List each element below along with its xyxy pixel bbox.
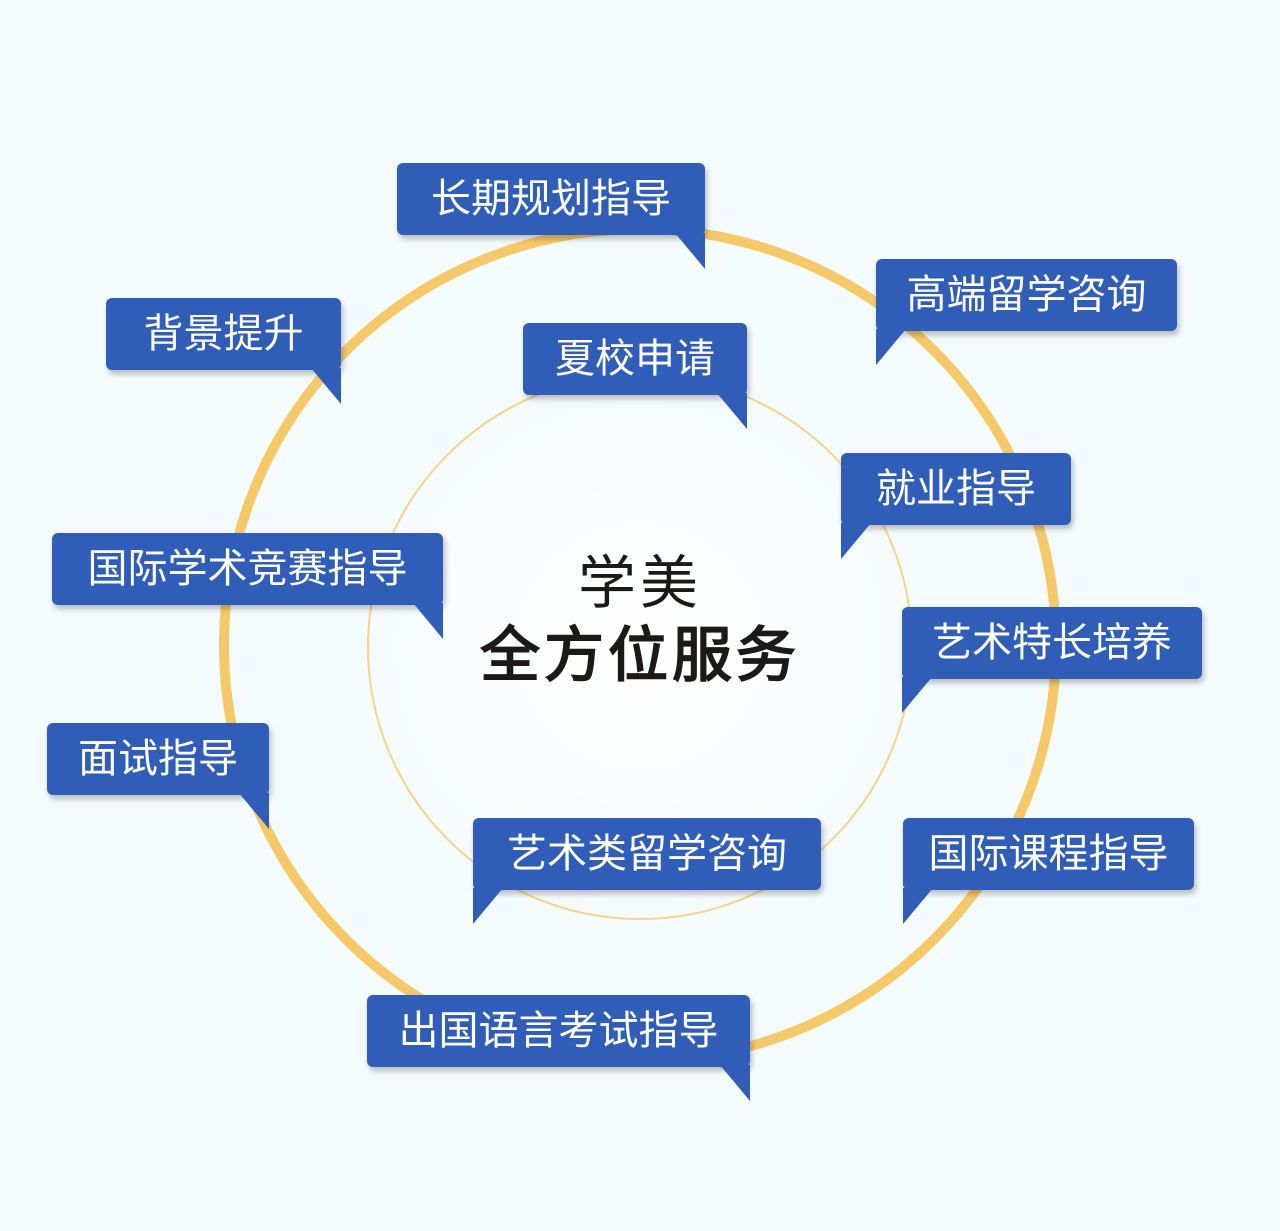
bubble-tail [720,1065,750,1101]
bubble-tail [473,888,503,924]
bubble-tail [903,888,933,924]
center-title-main: 全方位服务 [480,621,800,691]
bubble-label: 艺术特长培养 [932,620,1172,666]
bubble-art-talent: 艺术特长培养 [902,607,1202,713]
bubble-label: 高端留学咨询 [906,272,1147,318]
center-title-brand: 学美 [577,549,702,617]
bubble-label: 就业指导 [876,466,1036,512]
bubble-high-end-consulting: 高端留学咨询 [876,259,1177,365]
bubble-tail [902,677,932,713]
bubble-tail [717,393,747,429]
bubble-tail [413,603,443,639]
bubble-label: 夏校申请 [555,336,715,382]
bubble-label: 长期规划指导 [431,176,671,222]
bubble-tail [841,523,871,559]
center-title: 学美 全方位服务 [440,548,840,694]
bubble-summer-school: 夏校申请 [523,323,747,429]
bubble-label: 出国语言考试指导 [398,1008,719,1054]
bubble-long-term-planning: 长期规划指导 [397,163,705,269]
bubble-language-exam: 出国语言考试指导 [367,995,750,1101]
bubble-label: 面试指导 [78,736,238,782]
bubble-tail [239,793,269,829]
bubble-tail [311,368,341,404]
bubble-academic-competition: 国际学术竞赛指导 [52,533,443,639]
bubble-tail [876,329,906,365]
bubble-label: 背景提升 [143,311,304,357]
bubble-interview-guidance: 面试指导 [47,723,269,829]
bubble-label: 国际学术竞赛指导 [87,546,408,592]
bubble-tail [675,233,705,269]
bubble-international-curriculum: 国际课程指导 [903,818,1194,924]
bubble-art-study-abroad: 艺术类留学咨询 [473,818,821,924]
bubble-background-improvement: 背景提升 [106,298,341,404]
bubble-label: 国际课程指导 [928,831,1169,877]
bubble-career-guidance: 就业指导 [841,453,1071,559]
bubble-label: 艺术类留学咨询 [507,831,787,877]
